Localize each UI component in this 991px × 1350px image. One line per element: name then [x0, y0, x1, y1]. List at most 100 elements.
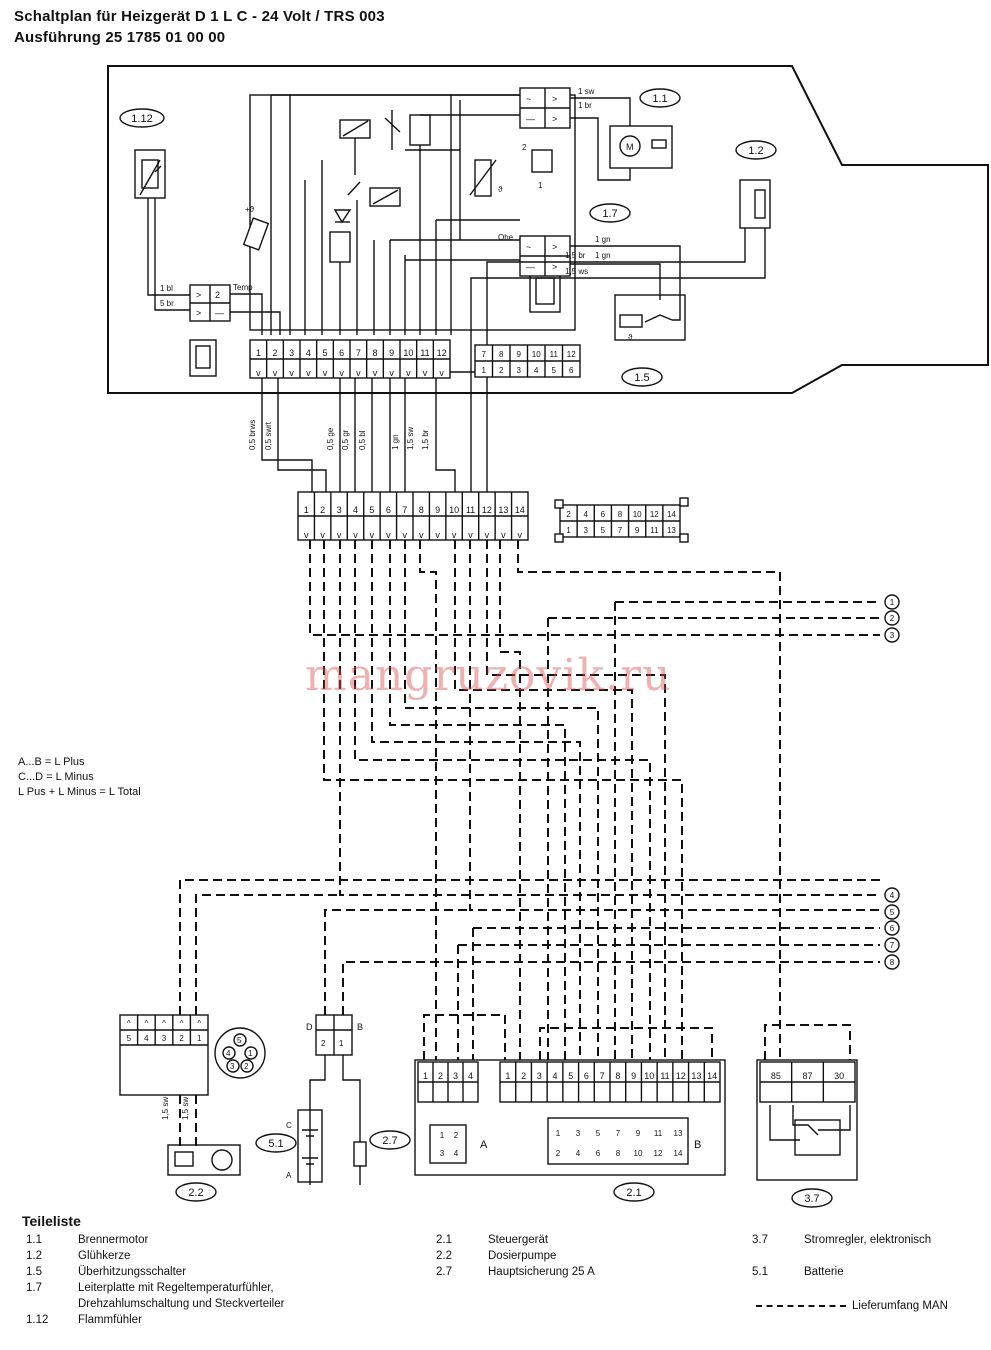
wire-label-v8: 1,5 br [421, 429, 430, 450]
label-w1bl: 1 bl [160, 284, 173, 293]
svg-text:5: 5 [237, 1036, 242, 1045]
svg-text:4: 4 [226, 1049, 231, 1058]
part-label: Steuergerät [488, 1234, 549, 1246]
label-db-right: B [357, 1022, 363, 1032]
control-right-4: 4 [552, 1071, 557, 1081]
middle-terminal-chevron: v [370, 530, 375, 540]
plug22-pin-3: 3 [162, 1034, 167, 1043]
part-label: Hauptsicherung 25 A [488, 1266, 595, 1278]
upper-terminal-chevron: v [323, 368, 328, 378]
part-number: 5.1 [752, 1266, 768, 1278]
control-right-7: 7 [600, 1071, 605, 1081]
upper-terminal-chevron: v [289, 368, 294, 378]
middle-terminal-1: 1 [304, 505, 309, 515]
control-right-6: 6 [584, 1071, 589, 1081]
upper-terminal-chevron: v [439, 368, 444, 378]
part-number: 2.7 [436, 1266, 452, 1278]
middle-terminal-chevron: v [485, 530, 490, 540]
label-15br: 1,5 br [565, 251, 586, 260]
plug22-chevron: ^ [162, 1019, 166, 1028]
svg-text:>: > [552, 94, 557, 104]
part-label: Glühkerze [78, 1250, 131, 1262]
control-right-8: 8 [615, 1071, 620, 1081]
plug22-chevron: ^ [127, 1019, 131, 1028]
svg-text:>: > [552, 262, 557, 272]
part-number: 2.1 [436, 1234, 452, 1246]
middle-terminal-chevron: v [419, 530, 424, 540]
control-right-14: 14 [707, 1071, 717, 1081]
part-number: 2.2 [436, 1250, 452, 1262]
part-label: Leiterplatte mit Regeltemperaturfühler, [78, 1282, 274, 1294]
conn15-bottom-4: 4 [534, 366, 539, 375]
upper-terminal-chevron: v [373, 368, 378, 378]
label-c21: 2.1 [626, 1187, 641, 1199]
board-components: +ϑ ϑ 2 1 [242, 94, 561, 335]
conn15-top-11: 11 [550, 350, 559, 359]
upper-terminal-8: 8 [372, 348, 377, 358]
control-right-1: 1 [505, 1071, 510, 1081]
label-c12: 1.2 [748, 145, 763, 157]
svg-text:>: > [552, 242, 557, 252]
label-w5br: 5 br [160, 299, 174, 308]
upper-terminal-7: 7 [356, 348, 361, 358]
wire-label-v3: 0,5 ge [326, 427, 335, 450]
label-c112: 1.12 [131, 113, 152, 125]
label-temp: Temp [233, 283, 253, 292]
part-label: Flammfühler [78, 1314, 142, 1326]
control-right-9: 9 [631, 1071, 636, 1081]
upper-terminal-chevron: v [306, 368, 311, 378]
page-subtitle: Ausführung 25 1785 01 00 00 [14, 29, 226, 46]
burner-motor-11: 1.1 M [609, 88, 681, 169]
svg-text:2: 2 [215, 290, 220, 300]
dosing-pump-22: 1,5 sw 1,5 sw 2.2 [161, 1095, 241, 1202]
regulator-85: 85 [771, 1071, 781, 1081]
label-battery-c: C [286, 1121, 292, 1130]
connmid-bottom-9: 9 [635, 526, 640, 535]
label-1sw: 1 sw [578, 87, 595, 96]
svg-text:1: 1 [538, 181, 543, 190]
part-label: Überhitzungsschalter [78, 1266, 187, 1278]
conn15-bottom-2: 2 [499, 366, 504, 375]
parts-col2-row: 2.1 Steuergerät [436, 1232, 595, 1248]
conn15-bottom-6: 6 [569, 366, 574, 375]
middle-terminal-chevron: v [468, 530, 473, 540]
label-db-pin1: 1 [339, 1039, 344, 1048]
upper-terminal-12: 12 [437, 348, 447, 358]
socket-a-pin-1: 1 [440, 1131, 445, 1140]
middle-terminal-13: 13 [498, 505, 508, 515]
label-15ws: 1,5 ws [565, 267, 588, 276]
label-battery-a: A [286, 1171, 292, 1180]
part-label: Stromregler, elektronisch [804, 1234, 932, 1246]
control-right-12: 12 [676, 1071, 686, 1081]
control-right-13: 13 [691, 1071, 701, 1081]
socket-a-pin-4: 4 [454, 1149, 459, 1158]
parts-col1-row: 1.12 Flammfühler [26, 1312, 284, 1328]
dashed-line-sample [756, 1304, 846, 1307]
label-c22: 2.2 [188, 1187, 203, 1199]
control-left-3: 3 [453, 1071, 458, 1081]
socket-b-top-3: 3 [576, 1129, 581, 1138]
part-number: 1.12 [26, 1314, 49, 1326]
svg-text:>: > [196, 308, 201, 318]
middle-terminal-4: 4 [353, 505, 358, 515]
middle-terminal-3: 3 [337, 505, 342, 515]
middle-terminal-6: 6 [386, 505, 391, 515]
connmid-top-4: 4 [583, 510, 588, 519]
label-c17: 1.7 [602, 208, 617, 220]
upper-terminal-4: 4 [306, 348, 311, 358]
parts-col3-row [752, 1248, 931, 1264]
middle-terminal-2: 2 [320, 505, 325, 515]
upper-terminal-2: 2 [272, 348, 277, 358]
connmid-top-2: 2 [566, 510, 571, 519]
conn15-top-12: 12 [567, 350, 576, 359]
part-number [26, 1296, 78, 1312]
middle-terminal-8: 8 [419, 505, 424, 515]
